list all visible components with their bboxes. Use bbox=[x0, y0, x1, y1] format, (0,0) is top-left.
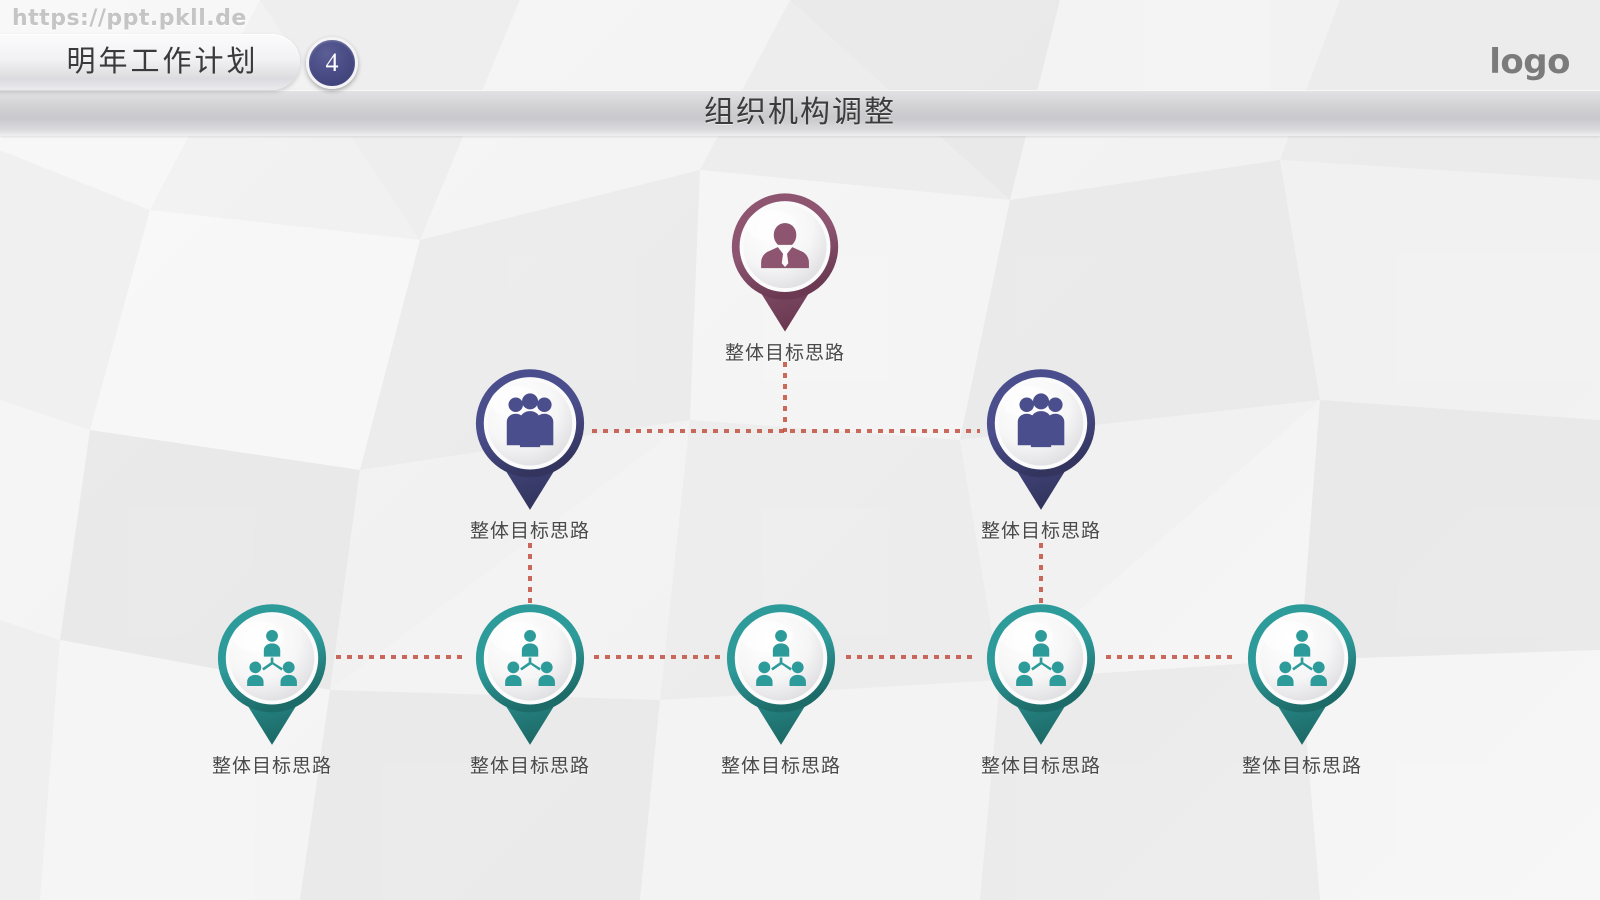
org-node-label: 整体目标思路 bbox=[980, 521, 1102, 542]
connector-vertical bbox=[783, 362, 787, 432]
connector-horizontal bbox=[594, 655, 724, 659]
pin-body bbox=[213, 601, 331, 751]
org-node-label: 整体目标思路 bbox=[469, 521, 591, 542]
logo-placeholder: logo bbox=[1489, 42, 1570, 82]
org-hierarchy-icon bbox=[1247, 604, 1357, 745]
org-hierarchy-icon bbox=[475, 604, 585, 745]
pin-body bbox=[471, 601, 589, 751]
pin-body bbox=[471, 366, 589, 516]
watermark-url: https://ppt.pkll.de bbox=[12, 6, 247, 31]
connector-horizontal bbox=[336, 655, 466, 659]
pin-body bbox=[727, 190, 843, 338]
header-band bbox=[0, 90, 1600, 136]
org-node-label: 整体目标思路 bbox=[980, 756, 1102, 777]
pin-body bbox=[722, 601, 840, 751]
section-number-badge: 4 bbox=[306, 37, 358, 89]
org-node-label: 整体目标思路 bbox=[469, 756, 591, 777]
connector-horizontal bbox=[1106, 655, 1238, 659]
page-title: 组织机构调整 bbox=[704, 96, 896, 129]
org-node-label: 整体目标思路 bbox=[724, 343, 846, 364]
businessman-icon bbox=[731, 193, 839, 332]
section-tab-pill bbox=[0, 34, 300, 90]
connector-horizontal bbox=[846, 655, 978, 659]
connector-vertical bbox=[1039, 543, 1043, 605]
org-node-label: 整体目标思路 bbox=[1241, 756, 1363, 777]
connector-vertical bbox=[528, 543, 532, 605]
org-node-label: 整体目标思路 bbox=[720, 756, 842, 777]
section-tab-label: 明年工作计划 bbox=[66, 46, 259, 78]
group-three-people-icon bbox=[986, 369, 1096, 510]
group-three-people-icon bbox=[475, 369, 585, 510]
pin-body bbox=[982, 601, 1100, 751]
section-number-text: 4 bbox=[325, 48, 339, 77]
pin-body bbox=[982, 366, 1100, 516]
org-hierarchy-icon bbox=[986, 604, 1096, 745]
pin-body bbox=[1243, 601, 1361, 751]
org-hierarchy-icon bbox=[217, 604, 327, 745]
header-band-highlight bbox=[0, 90, 1600, 91]
org-node-label: 整体目标思路 bbox=[211, 756, 333, 777]
org-hierarchy-icon bbox=[726, 604, 836, 745]
